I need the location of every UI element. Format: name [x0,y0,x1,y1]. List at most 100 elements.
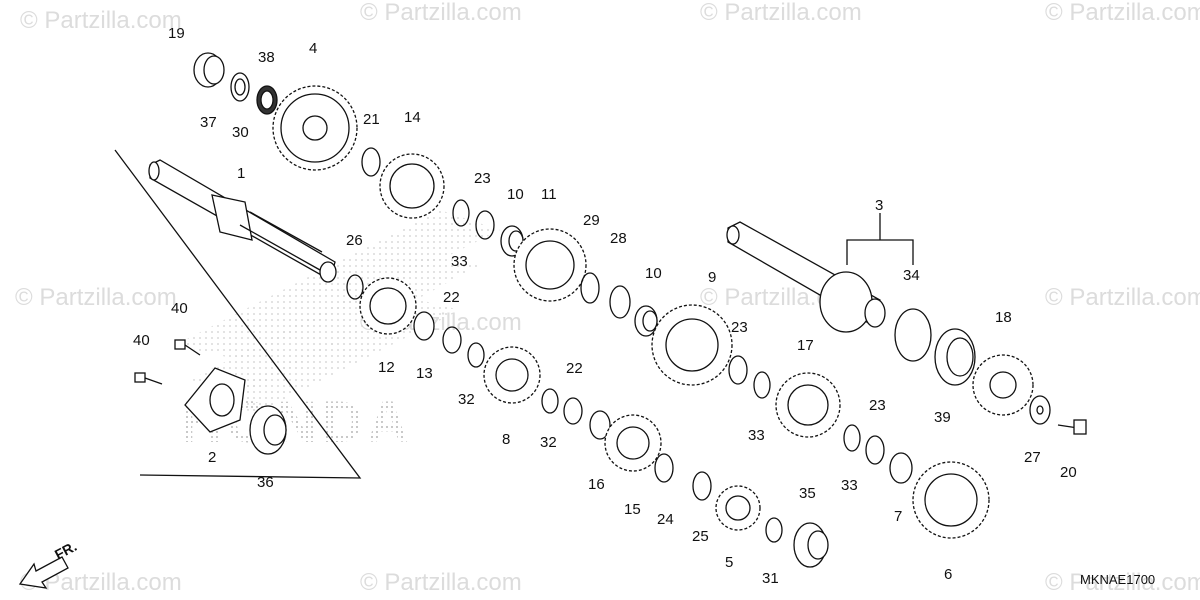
part-gear-17[interactable] [775,372,841,438]
part-seal-39[interactable] [934,328,976,386]
part-washer-23c[interactable] [865,435,885,465]
part-washer-31[interactable] [765,517,783,543]
watermark: © Partzilla.com [360,0,522,26]
part-washer-25[interactable] [692,471,712,501]
watermark-layer: © Partzilla.com © Partzilla.com © Partzi… [15,0,1200,596]
callout-10: 10 [645,265,662,282]
part-gear-8[interactable] [483,346,541,404]
part-gear-9[interactable] [651,304,733,386]
callout-33: 33 [841,477,858,494]
callout-33: 33 [748,427,765,444]
part-washer-29[interactable] [580,272,600,304]
leader-bracket [846,239,914,265]
callout-2: 2 [208,449,216,466]
part-bolt-20[interactable] [1057,419,1087,435]
watermark: © Partzilla.com [360,569,522,596]
part-washer-21[interactable] [361,147,381,177]
watermark: © Partzilla.com [15,284,177,311]
part-washer-22a[interactable] [442,326,462,354]
callout-37: 37 [200,114,217,131]
part-bushing-7[interactable] [889,452,913,484]
callout-40: 40 [133,332,150,349]
diagram-code: MKNAE1700 [1080,572,1155,587]
part-gear-6[interactable] [912,461,990,539]
part-plate-2[interactable] [184,367,246,433]
guide-line [114,149,362,479]
callout-1: 1 [237,165,245,182]
part-main-shaft[interactable] [148,159,337,283]
callout-9: 9 [708,269,716,286]
part-bearing-35[interactable] [793,522,829,568]
part-gear-4[interactable] [272,85,358,171]
callout-33: 33 [451,253,468,270]
part-washer-33c[interactable] [843,424,861,452]
callout-7: 7 [894,508,902,525]
callout-34: 34 [903,267,920,284]
part-gear-14[interactable] [379,153,445,219]
part-bolt-40b[interactable] [134,372,163,385]
callout-8: 8 [502,431,510,448]
callout-35: 35 [799,485,816,502]
part-washer-22b[interactable] [563,397,583,425]
part-washer-23a[interactable] [475,210,495,240]
watermark: © Partzilla.com [1045,569,1200,596]
callout-40: 40 [171,300,188,317]
callout-39: 39 [934,409,951,426]
callout-25: 25 [692,528,709,545]
callout-4: 4 [309,40,317,57]
part-counter-shaft[interactable] [726,221,886,333]
callout-6: 6 [944,566,952,583]
callout-22: 22 [443,289,460,306]
callout-19: 19 [168,25,185,42]
callout-23: 23 [731,319,748,336]
callout-26: 26 [346,232,363,249]
part-bushing-10b[interactable] [634,305,658,337]
callout-labels: 19 37 30 38 4 21 14 1 23 10 11 33 26 29 … [133,25,1077,587]
callout-11: 11 [541,186,557,203]
part-washer-24[interactable] [654,453,674,483]
part-gear-5[interactable] [715,485,761,531]
callout-36: 36 [257,474,274,491]
part-gear-12[interactable] [359,277,417,335]
callout-16: 16 [588,476,605,493]
part-washer-23b[interactable] [728,355,748,385]
part-bushing-16[interactable] [589,410,611,440]
part-bearing-36[interactable] [249,405,287,455]
callout-38: 38 [258,49,275,66]
part-washer-26[interactable] [346,274,364,300]
part-oring-38[interactable] [256,85,278,115]
part-washer-32b[interactable] [541,388,559,414]
callout-17: 17 [797,337,814,354]
callout-24: 24 [657,511,674,528]
part-bearing-37[interactable] [193,52,225,88]
callout-21: 21 [363,111,380,128]
callout-20: 20 [1060,464,1077,481]
part-circlip-34[interactable] [894,308,932,362]
part-gear-11[interactable] [513,228,587,302]
callout-5: 5 [725,554,733,571]
callout-23: 23 [869,397,886,414]
part-washer-33b[interactable] [753,371,771,399]
part-gear-15[interactable] [604,414,662,472]
direction-label: FR. [52,538,79,563]
part-sprocket-18[interactable] [972,354,1034,416]
callout-27: 27 [1024,449,1041,466]
part-washer-30[interactable] [230,72,250,102]
callout-10: 10 [507,186,524,203]
callout-15: 15 [624,501,641,518]
part-bushing-13[interactable] [413,311,435,341]
callout-31: 31 [762,570,779,587]
part-washer-27[interactable] [1029,395,1051,425]
part-washer-28[interactable] [609,285,631,319]
callout-12: 12 [378,359,395,376]
callout-30: 30 [232,124,249,141]
callout-3: 3 [875,197,883,214]
callout-18: 18 [995,309,1012,326]
part-washer-33a[interactable] [452,199,470,227]
callout-28: 28 [610,230,627,247]
watermark: © Partzilla.com [1045,0,1200,26]
callout-32: 32 [540,434,557,451]
watermark: © Partzilla.com [20,7,182,34]
part-bolt-40a[interactable] [174,339,201,356]
part-washer-32a[interactable] [467,342,485,368]
